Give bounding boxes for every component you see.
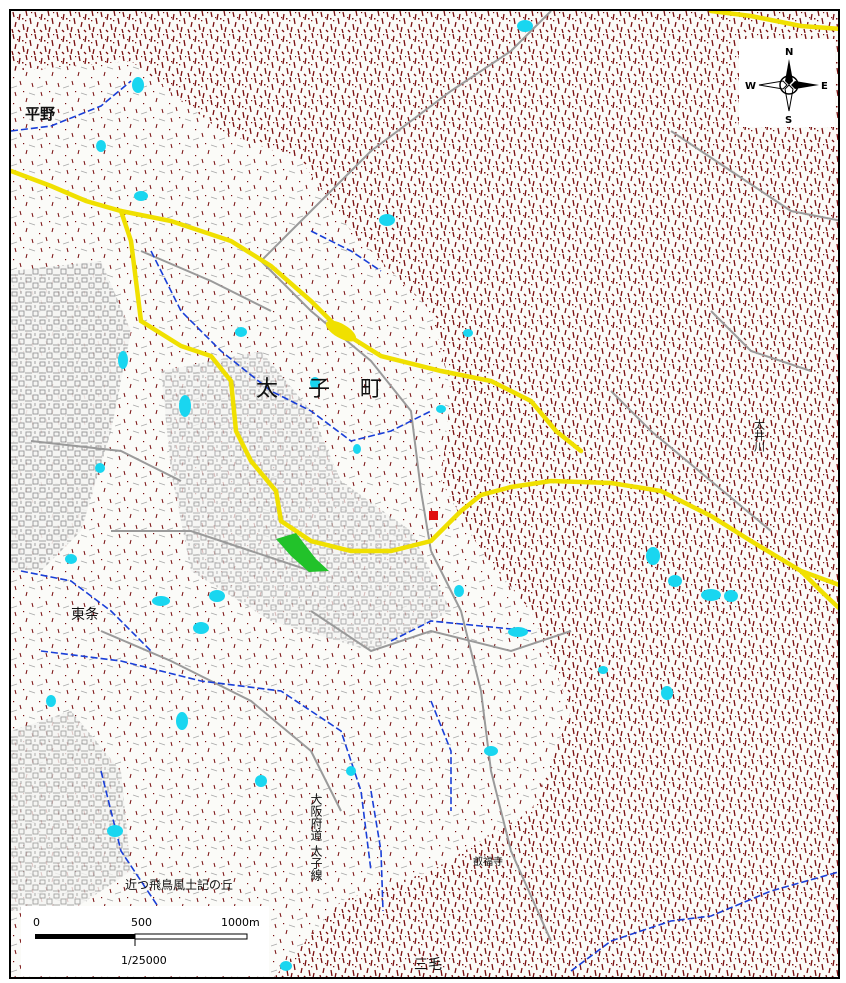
label-east-river: 太井川 bbox=[753, 419, 766, 452]
urban-west bbox=[11, 261, 131, 571]
scale-segment-white bbox=[134, 933, 248, 940]
compass-north: N bbox=[785, 47, 793, 58]
scale-bar: 0 500 1000m 1/25000 bbox=[21, 906, 269, 976]
park-area bbox=[276, 533, 329, 572]
compass-east: E bbox=[821, 81, 828, 92]
label-temple: 叡福寺 bbox=[473, 855, 503, 868]
scale-ratio: 1/25000 bbox=[121, 954, 167, 967]
rivers bbox=[11, 80, 838, 972]
label-town-name: 太子町 bbox=[256, 377, 412, 402]
compass-west: W bbox=[745, 81, 756, 92]
location-marker[interactable] bbox=[429, 511, 438, 520]
label-west-district: 東条 bbox=[71, 606, 99, 623]
topographic-map[interactable]: 平野 太子町 東条 叡福寺 近つ飛鳥風土記の丘 大阪府道 太子線 三毛 太井川 bbox=[11, 11, 840, 979]
major-roads bbox=[11, 11, 838, 611]
map-frame: 平野 太子町 東条 叡福寺 近つ飛鳥風土記の丘 大阪府道 太子線 三毛 太井川 … bbox=[9, 9, 840, 979]
compass-south: S bbox=[785, 115, 792, 126]
compass-rose: N S W E bbox=[739, 39, 835, 127]
scale-tick-500: 500 bbox=[131, 916, 152, 929]
scale-tick-0: 0 bbox=[33, 916, 40, 929]
ponds bbox=[46, 20, 738, 971]
scale-segment-black bbox=[35, 934, 135, 939]
label-south-road: 大阪府道 太子線 bbox=[309, 793, 323, 881]
label-top-left-place: 平野 bbox=[25, 105, 55, 123]
label-bottom-place: 三毛 bbox=[414, 957, 442, 973]
urban-southwest bbox=[11, 711, 131, 911]
interchange bbox=[325, 320, 357, 342]
compass-star-icon bbox=[758, 59, 819, 112]
label-park: 近つ飛鳥風土記の丘 bbox=[125, 877, 233, 892]
minor-roads bbox=[30, 11, 838, 942]
scale-tick-1000: 1000m bbox=[221, 916, 260, 929]
